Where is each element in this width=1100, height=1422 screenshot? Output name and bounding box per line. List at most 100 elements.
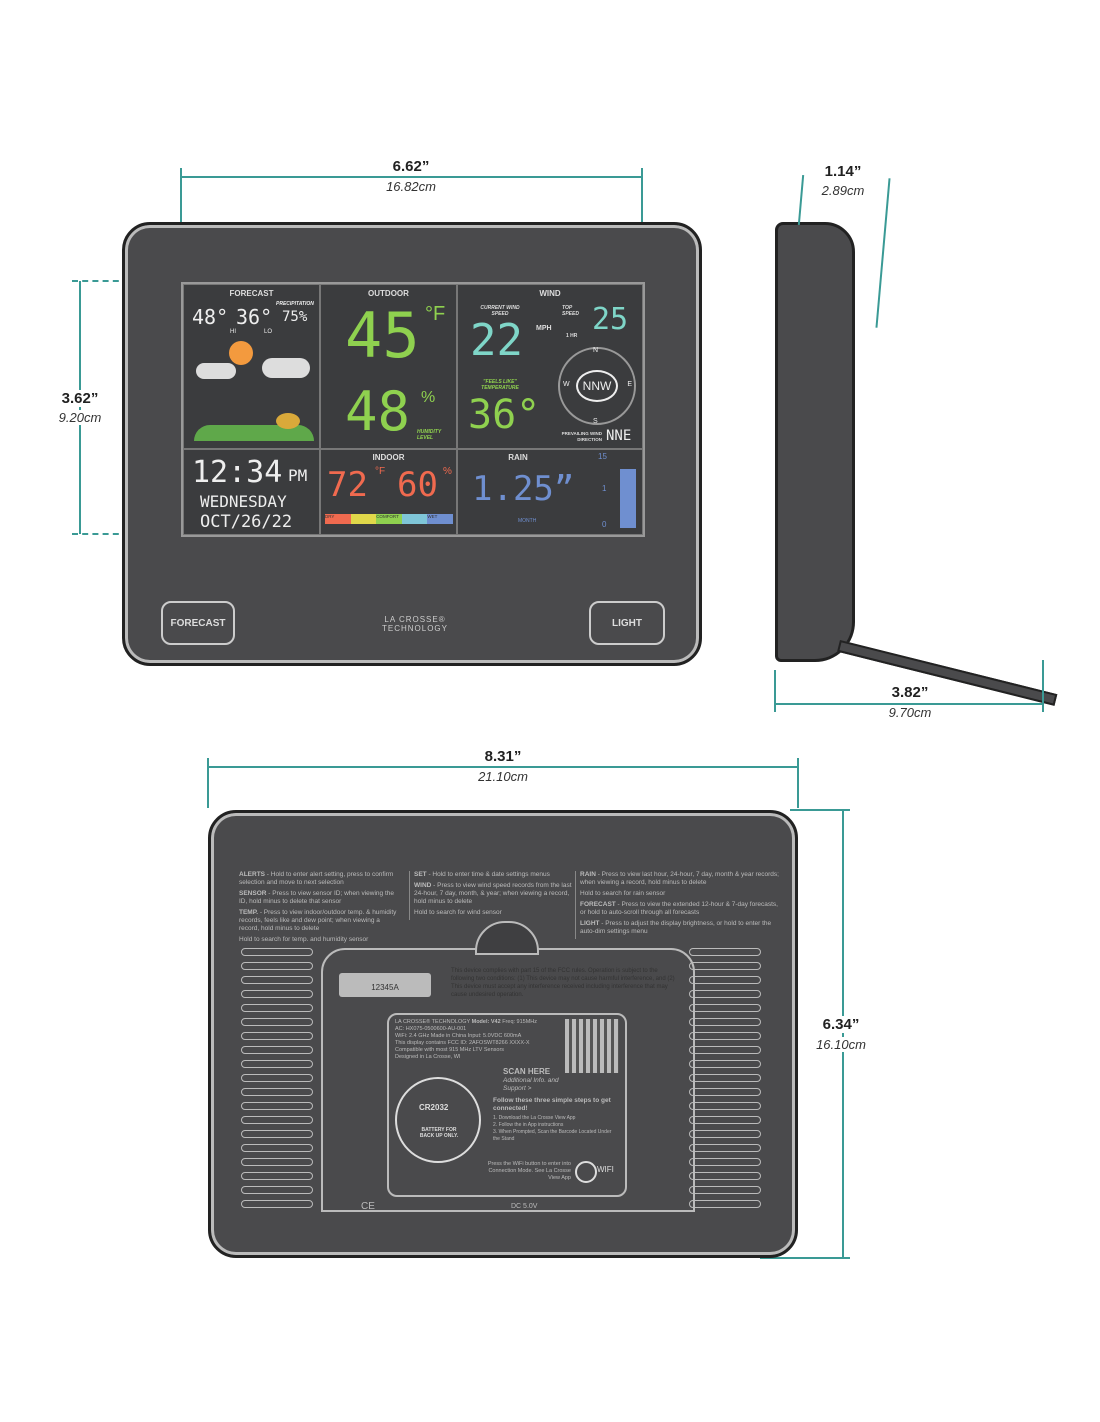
scale-segment [350,514,377,524]
instruction-key: LIGHT [580,920,600,927]
dimension-extension [207,758,209,808]
screen-height-cm: 9.20cm [45,410,115,425]
indoor-panel: INDOOR 72 °F 60 % DRY COMFORT WET [320,449,457,535]
scan-here-title: SCAN HERE [503,1067,551,1076]
back-view-device: ALERTS - Hold to enter alert setting, pr… [208,810,798,1258]
scale-segment [401,514,428,524]
instruction-item: Hold to search for wind sensor [414,909,572,917]
instruction-key: SENSOR [239,890,267,897]
clock-time: 12:34 [192,455,283,490]
brand-logo: LA CROSSE® TECHNOLOGY [381,615,448,633]
label-compat: Compatible with most 915 MHz LTV Sensors [395,1047,505,1053]
dimension-extension [797,758,799,808]
wifi-button[interactable] [575,1161,597,1183]
instruction-key: SET [414,871,427,878]
indoor-humidity: 60 [397,465,438,505]
instruction-item: RAIN - Press to view last hour, 24-hour,… [580,871,780,887]
wifi-note: Press the WiFi button to enter into Conn… [487,1161,571,1181]
top-speed-label: TOP SPEED [562,305,579,317]
label-designed: Designed in La Crosse, WI [395,1054,461,1060]
rain-period: MONTH [518,518,537,524]
clock-ampm: PM [288,466,308,485]
wind-unit: MPH [536,325,552,332]
instruction-key: RAIN [580,871,596,878]
instruction-text: - Hold to enter alert setting, press to … [239,871,394,886]
instruction-item: TEMP. - Press to view indoor/outdoor tem… [239,909,401,933]
tree-icon [276,413,300,429]
scale-wet: WET [427,514,453,524]
instruction-text: - Press to view the extended 12-hour & 7… [580,901,778,916]
precipitation-label: PRECIPITATION [276,301,314,307]
stand-depth-cm: 9.70cm [870,705,950,720]
instruction-item: LIGHT - Press to adjust the display brig… [580,920,780,936]
scan-here-sub: Additional Info. and Support > [503,1077,559,1092]
outdoor-temp: 45 [345,299,420,372]
wind-panel: WIND CURRENT WIND SPEED 22 MPH TOP SPEED… [457,284,643,449]
light-button[interactable]: LIGHT [589,601,665,645]
rain-bar [620,468,636,528]
barcode-number: 12345A [371,983,399,992]
power-rating: DC 5.0V [511,1203,538,1210]
front-width-in: 6.62” [351,158,471,175]
feels-like-temp: 36° [468,392,541,438]
feels-like-label: "FEELS LIKE" TEMPERATURE [481,379,519,391]
landscape-icon [194,425,314,441]
dimension-extension [641,168,643,223]
current-wind-label: CURRENT WIND SPEED [480,305,520,317]
battery-type: CR2032 [419,1103,449,1112]
forecast-panel: FORECAST 48° HI 36° LO PRECIPITATION 75% [183,284,320,449]
instruction-key: WIND [414,882,432,889]
prevailing-direction: NNE [606,428,632,444]
label-fccid: This display contains FCC ID: 2AFOSWT826… [395,1040,508,1046]
comfort-scale: DRY COMFORT WET [325,514,453,524]
vent-grill-right [689,948,761,1214]
scale-dry: DRY [325,514,351,524]
dimension-extension [1042,660,1044,712]
compass-n: N [593,347,599,354]
forecast-button[interactable]: FORECAST [161,601,235,645]
outdoor-humidity-unit: % [421,389,436,406]
side-view-device [775,222,855,662]
instruction-key: FORECAST [580,901,616,908]
stand-depth-in: 3.82” [870,684,950,701]
sun-icon [229,341,253,365]
screen-height-in: 3.62” [50,390,110,407]
rain-scale-min: 0 [602,520,607,529]
instruction-item: ALERTS - Hold to enter alert setting, pr… [239,871,401,887]
indoor-header: INDOOR [372,453,405,462]
instruction-key: TEMP. [239,909,259,916]
step-2: Follow the in App instructions [498,1122,564,1128]
front-width-cm: 16.82cm [386,179,436,194]
instruction-item: Hold to search for temp. and humidity se… [239,936,401,944]
outdoor-panel: OUTDOOR 45 °F 48 % HUMIDITY LEVEL [320,284,457,449]
steps-title: Follow these three simple steps to get c… [493,1097,611,1112]
outdoor-temp-unit: °F [425,303,446,325]
dimension-extension [790,809,850,811]
instruction-key: ALERTS [239,871,265,878]
instruction-text: - Hold to enter time & date settings men… [426,871,550,878]
back-height-line [842,810,844,1258]
instruction-item: WIND - Press to view wind speed records … [414,882,572,906]
instruction-text: Hold to search for rain sensor [580,890,666,897]
instruction-text: Hold to search for wind sensor [414,909,502,916]
scale-comfort: COMFORT [376,514,402,524]
clock-panel: 12:34 PM WEDNESDAY OCT/26/22 [183,449,320,535]
dimension-extension [875,178,891,328]
label-brand: LA CROSSE® TECHNOLOGY [395,1019,471,1025]
forecast-header: FORECAST [229,289,274,298]
vent-grill-left [241,948,313,1214]
indoor-humidity-unit: % [443,466,452,477]
instruction-item: FORECAST - Press to view the extended 12… [580,901,780,917]
dimension-extension [180,168,182,223]
label-input: Input: 5.0VDC 600mA [467,1033,522,1039]
indoor-temp: 72 [327,465,368,505]
compass-e: E [627,381,632,388]
back-height-cm: 16.10cm [806,1037,876,1052]
instruction-text: - Press to adjust the display brightness… [580,920,772,935]
prevailing-label: PREVAILING WIND DIRECTION [561,431,602,442]
label-wifi: WiFi: 2.4 GHz [395,1033,430,1039]
instructions-left: ALERTS - Hold to enter alert setting, pr… [239,871,401,947]
rain-scale-max: 15 [598,452,607,461]
fcc-notice: This device complies with part 15 of the… [451,968,675,998]
